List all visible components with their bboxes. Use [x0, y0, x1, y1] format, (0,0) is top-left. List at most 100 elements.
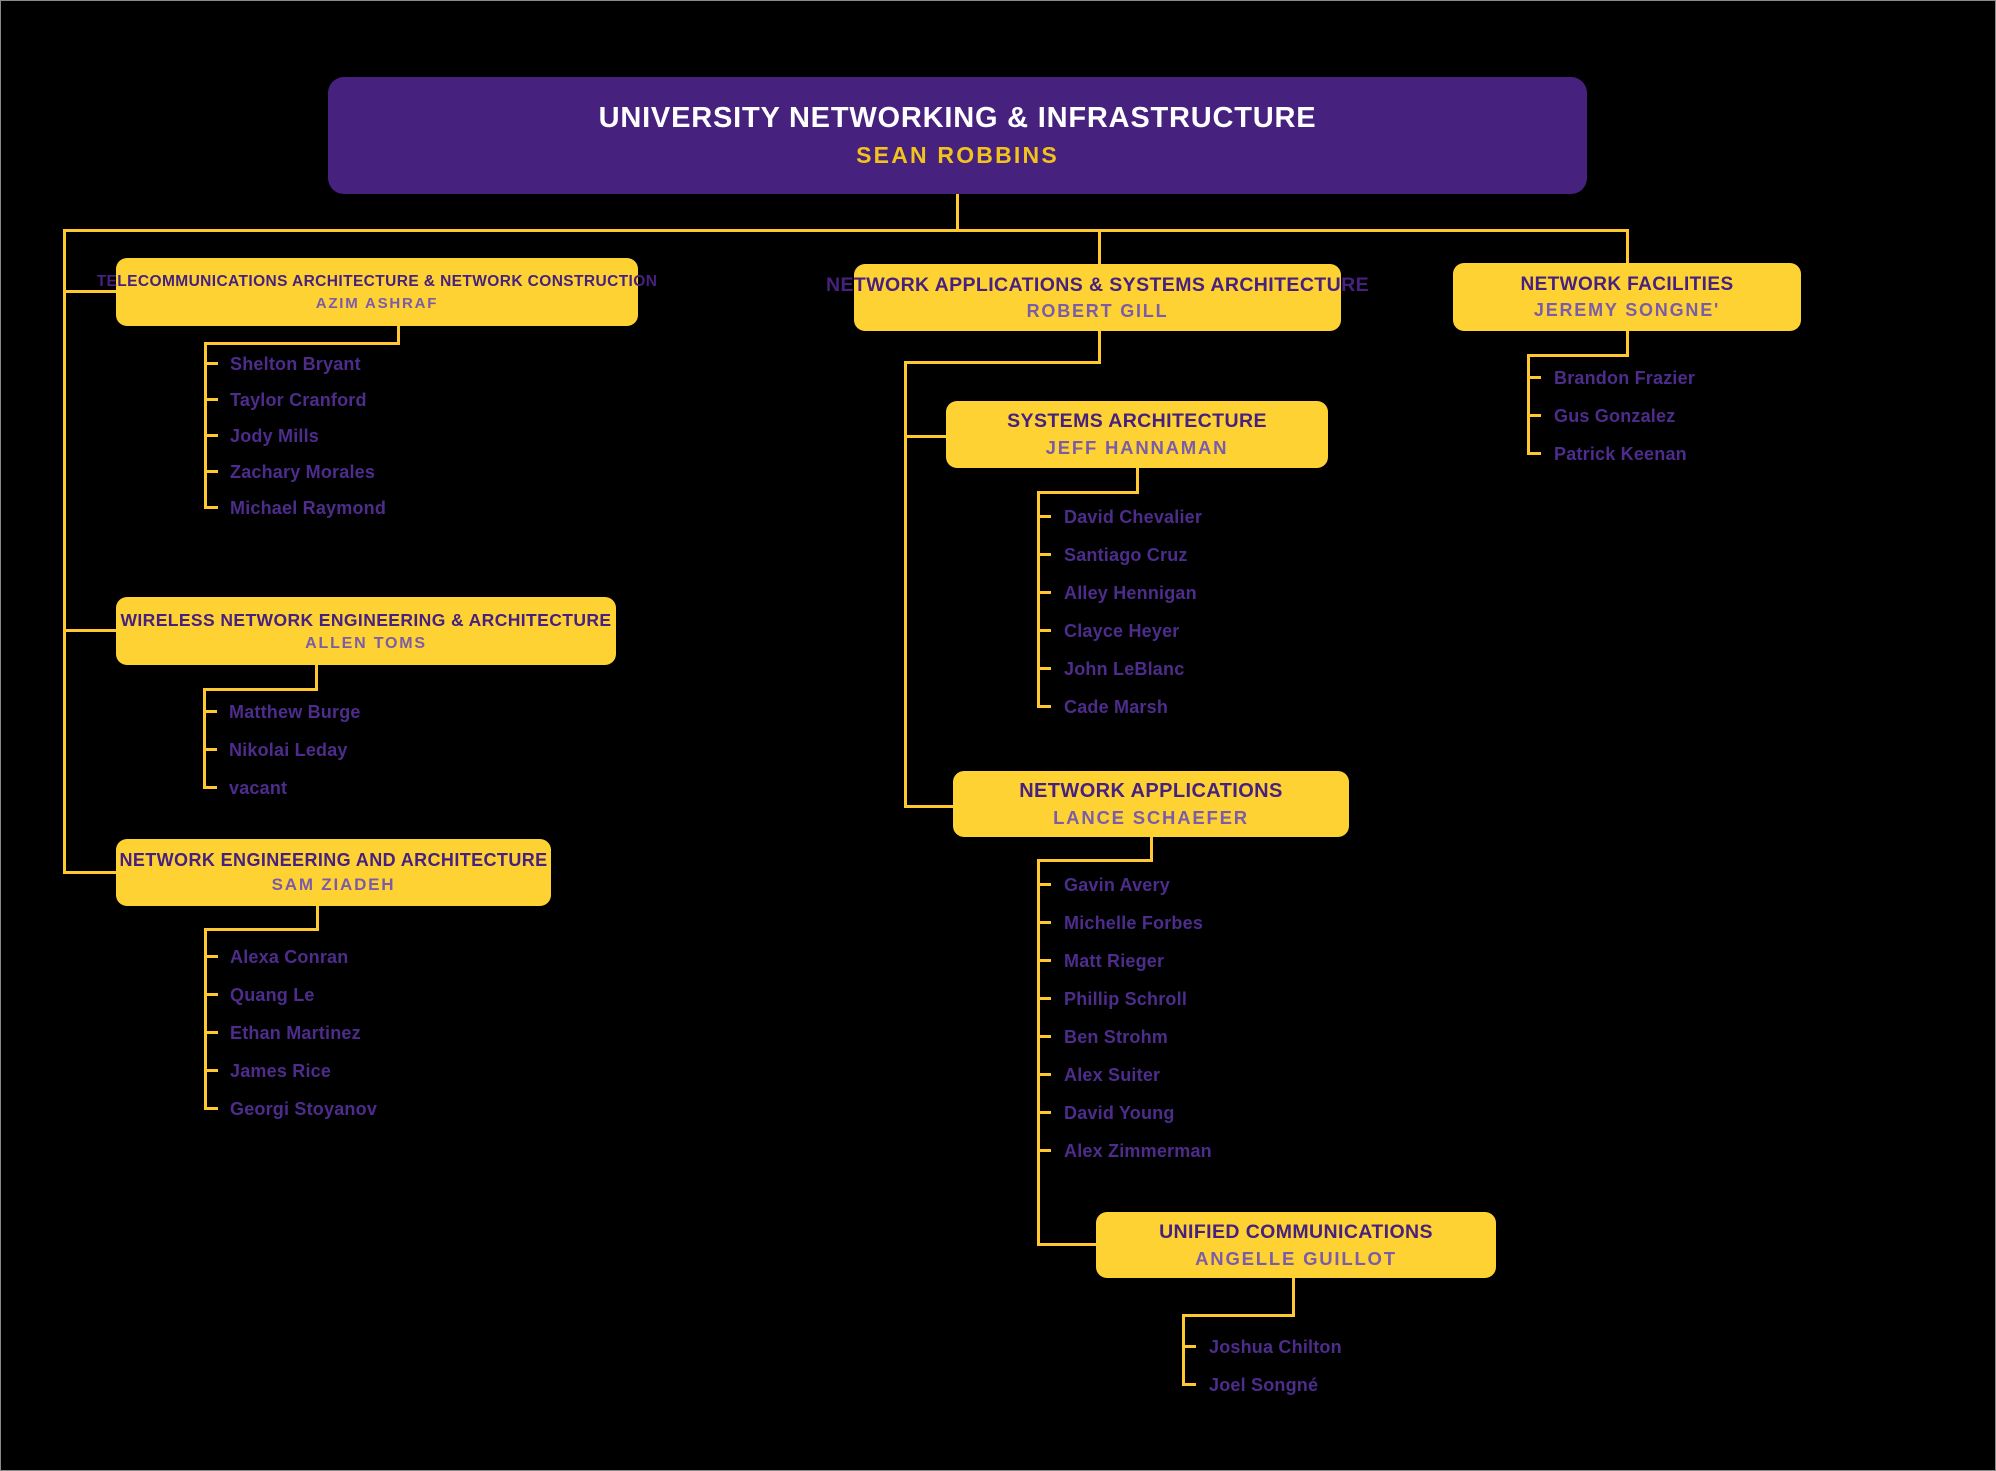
- member-name: Phillip Schroll: [1064, 989, 1188, 1009]
- member-name: Joel Songné: [1209, 1375, 1319, 1395]
- connector-line: [1037, 859, 1040, 1152]
- dept-title: NETWORK ENGINEERING AND ARCHITECTURE: [119, 850, 548, 870]
- dept-title: NETWORK APPLICATIONS: [1019, 779, 1283, 802]
- org-box-network-apps-systems: NETWORK APPLICATIONS & SYSTEMS ARCHITECT…: [826, 264, 1369, 331]
- connector-line: [1037, 1149, 1040, 1246]
- member-name: Zachary Morales: [230, 462, 376, 482]
- connector-line: [1527, 414, 1541, 417]
- dept-title: NETWORK APPLICATIONS & SYSTEMS ARCHITECT…: [826, 273, 1369, 296]
- dept-lead-name: SAM ZIADEH: [271, 875, 396, 894]
- dept-lead-name: ROBERT GILL: [1026, 300, 1169, 321]
- member-name: vacant: [229, 778, 288, 798]
- connector-line: [1182, 1345, 1196, 1348]
- member-name: Cade Marsh: [1064, 697, 1169, 717]
- connector-line: [204, 955, 218, 958]
- connector-line: [397, 326, 400, 345]
- member-name: David Young: [1064, 1103, 1175, 1123]
- member-name: Gavin Avery: [1064, 875, 1170, 895]
- connector-line: [1037, 1243, 1096, 1246]
- connector-line: [1182, 1383, 1196, 1386]
- connector-line: [203, 748, 217, 751]
- connector-line: [63, 629, 116, 632]
- member-name: Patrick Keenan: [1554, 444, 1687, 464]
- connector-line: [204, 1069, 218, 1072]
- org-box-systems-architecture: SYSTEMS ARCHITECTURE JEFF HANNAMAN: [946, 401, 1328, 468]
- member-name: Brandon Frazier: [1554, 368, 1696, 388]
- org-box-unified-communications: UNIFIED COMMUNICATIONS ANGELLE GUILLOT: [1096, 1212, 1496, 1278]
- member-name: Jody Mills: [230, 426, 320, 446]
- connector-line: [1037, 705, 1051, 708]
- connector-line: [203, 688, 315, 691]
- dept-lead-name: AZIM ASHRAF: [315, 294, 439, 312]
- dept-lead-name: ALLEN TOMS: [305, 634, 427, 652]
- connector-line: [1527, 354, 1626, 357]
- connector-line: [63, 229, 66, 874]
- connector-line: [1527, 452, 1541, 455]
- connector-line: [315, 665, 318, 691]
- connector-line: [1182, 1314, 1185, 1386]
- connector-line: [1098, 229, 1101, 264]
- connector-line: [1037, 997, 1051, 1000]
- member-name: Quang Le: [230, 985, 315, 1005]
- member-name: Gus Gonzalez: [1554, 406, 1676, 426]
- dept-title: UNIFIED COMMUNICATIONS: [1159, 1220, 1433, 1243]
- connector-line: [1037, 921, 1051, 924]
- dept-lead-name: JEREMY SONGNE': [1533, 299, 1721, 320]
- org-box-network-applications: NETWORK APPLICATIONS LANCE SCHAEFER: [953, 771, 1349, 837]
- connector-line: [316, 906, 319, 931]
- connector-line: [203, 786, 217, 789]
- member-name: Santiago Cruz: [1064, 545, 1188, 565]
- connector-line: [204, 506, 218, 509]
- connector-line: [204, 398, 218, 401]
- connector-line: [1136, 468, 1139, 494]
- member-name: Ethan Martinez: [230, 1023, 361, 1043]
- member-name: Clayce Heyer: [1064, 621, 1180, 641]
- connector-line: [1037, 959, 1051, 962]
- connector-line: [1037, 491, 1136, 494]
- connector-line: [203, 710, 217, 713]
- connector-line: [204, 342, 397, 345]
- dept-lead-name: ANGELLE GUILLOT: [1195, 1247, 1397, 1269]
- connector-line: [1037, 667, 1051, 670]
- connector-line: [1037, 1149, 1051, 1152]
- connector-line: [1292, 1278, 1295, 1317]
- connector-line: [1037, 491, 1040, 708]
- org-box-wireless: WIRELESS NETWORK ENGINEERING & ARCHITECT…: [116, 597, 616, 665]
- connector-line: [204, 993, 218, 996]
- connector-line: [1037, 515, 1051, 518]
- dept-lead-name: JEFF HANNAMAN: [1045, 437, 1229, 458]
- member-name: Matt Rieger: [1064, 951, 1165, 971]
- member-name: Alex Zimmerman: [1064, 1141, 1212, 1161]
- connector-line: [904, 805, 953, 808]
- connector-line: [204, 434, 218, 437]
- connector-line: [204, 342, 207, 509]
- member-name: Alley Hennigan: [1064, 583, 1197, 603]
- connector-line: [904, 361, 1101, 364]
- dept-title: WIRELESS NETWORK ENGINEERING & ARCHITECT…: [120, 609, 612, 630]
- connector-line: [1182, 1314, 1292, 1317]
- member-name: Alexa Conran: [230, 947, 349, 967]
- connector-line: [204, 470, 218, 473]
- org-root-title: UNIVERSITY NETWORKING & INFRASTRUCTURE: [598, 102, 1317, 134]
- dept-title: SYSTEMS ARCHITECTURE: [1007, 410, 1267, 432]
- connector-line: [1527, 376, 1541, 379]
- connector-line: [204, 1107, 218, 1110]
- connector-line: [63, 871, 116, 874]
- connector-line: [1626, 331, 1629, 357]
- connector-line: [1037, 553, 1051, 556]
- connector-line: [1037, 883, 1051, 886]
- connector-line: [1527, 354, 1530, 455]
- connector-line: [1037, 1073, 1051, 1076]
- connector-line: [1037, 629, 1051, 632]
- org-box-telecommunications: TELECOMMUNICATIONS ARCHITECTURE & NETWOR…: [97, 258, 657, 326]
- dept-title: NETWORK FACILITIES: [1520, 273, 1734, 295]
- connector-line: [63, 290, 116, 293]
- member-name: Michelle Forbes: [1064, 913, 1204, 933]
- member-name: James Rice: [230, 1061, 332, 1081]
- member-name: Georgi Stoyanov: [230, 1099, 378, 1119]
- connector-line: [1037, 1035, 1051, 1038]
- member-name: Nikolai Leday: [229, 740, 348, 760]
- connector-line: [203, 688, 206, 789]
- member-name: Alex Suiter: [1064, 1065, 1161, 1085]
